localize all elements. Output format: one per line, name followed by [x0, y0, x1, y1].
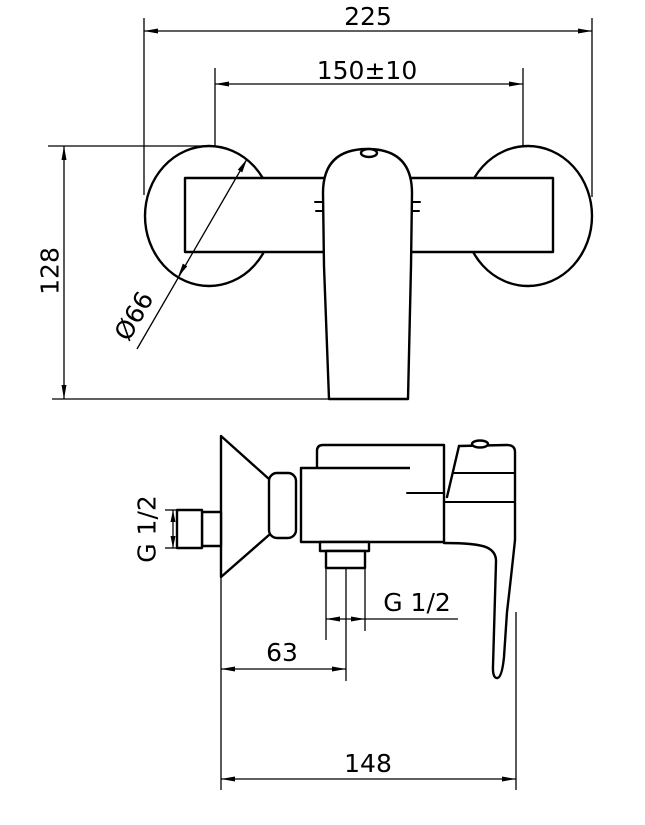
dimension-label-wall-to-outlet: 63	[266, 638, 298, 667]
arrowhead	[221, 776, 235, 782]
dimension-overall-width: 225	[143, 2, 593, 197]
diameter-leader-line	[136, 158, 248, 350]
handle-top-side	[457, 443, 517, 542]
dimension-label-overall-depth: 148	[344, 749, 392, 778]
dimension-wall-to-outlet: 63	[221, 638, 346, 672]
arrowhead	[215, 81, 229, 87]
handle-lever-blade	[442, 538, 517, 680]
arrowhead	[237, 159, 247, 173]
outlet-flange	[318, 540, 371, 553]
handle-screw-cap	[470, 439, 490, 449]
dimension-overall-depth: 148	[221, 612, 517, 790]
dimension-label-overall-width: 225	[344, 2, 392, 31]
outlet-thread	[324, 549, 367, 570]
mixer-body-side	[299, 443, 446, 544]
arrowhead	[61, 385, 67, 399]
handle-cap-front	[359, 147, 379, 159]
arrowhead	[509, 81, 523, 87]
dimension-label-outlet-thread: G 1/2	[383, 588, 451, 617]
dimension-outlet-thread: G 1/2	[325, 568, 458, 681]
connection-nut	[267, 471, 298, 540]
dimension-inlet-thread: G 1/2	[133, 495, 177, 563]
side-view	[175, 434, 517, 790]
arrowhead	[332, 666, 346, 672]
wall-flange-cone	[219, 434, 271, 579]
inlet-stub-collar	[200, 510, 223, 548]
dimension-mounting-centers: 150±10	[214, 56, 524, 146]
arrowhead	[326, 616, 340, 622]
front-view	[143, 144, 594, 401]
dimension-label-mounting-centers: 150±10	[317, 56, 417, 85]
lever-handle-front	[321, 147, 414, 401]
arrowhead	[502, 776, 516, 782]
handle-neck-slant	[445, 444, 461, 499]
arrowhead	[144, 28, 158, 34]
arrowhead	[61, 146, 67, 160]
dimension-label-inlet-thread: G 1/2	[133, 495, 162, 563]
arrowhead	[351, 616, 365, 622]
dimension-label-escutcheon-diameter: Ø66	[109, 286, 160, 345]
dimension-label-overall-height: 128	[36, 247, 65, 295]
arrowhead	[578, 28, 592, 34]
arrowhead	[170, 510, 176, 522]
inlet-stub-thread	[175, 508, 204, 550]
arrowhead	[170, 536, 176, 548]
arrowhead	[221, 666, 235, 672]
dimension-overall-height: 128	[36, 145, 330, 400]
arrowhead	[178, 263, 188, 277]
handle-parting-ticks	[314, 201, 421, 212]
